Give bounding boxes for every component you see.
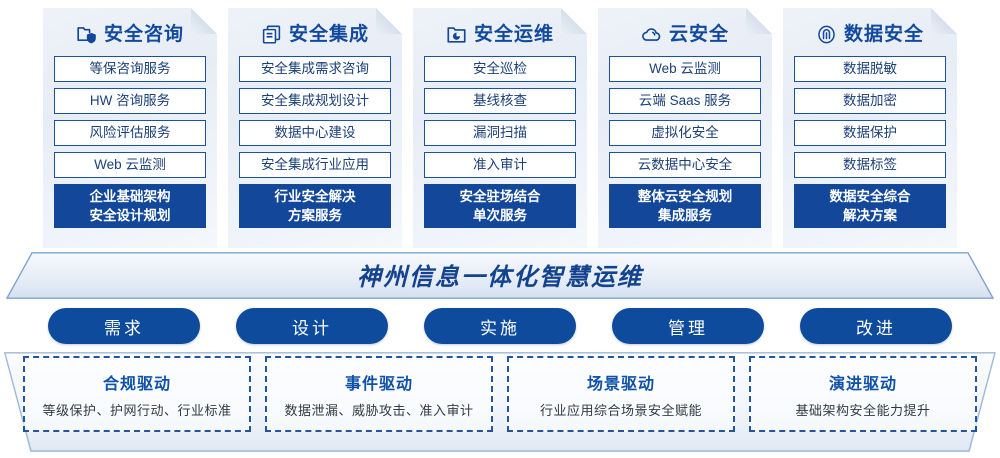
card-data-security[interactable]: 数据安全 数据脱敏 数据加密 数据保护 数据标签 数据安全综合 解决方案: [783, 8, 957, 248]
driver-title: 事件驱动: [344, 375, 413, 393]
card-item[interactable]: Web 云监测: [609, 56, 761, 82]
folder-chart-icon: [446, 24, 467, 45]
card-item[interactable]: 安全巡检: [424, 56, 576, 82]
card-header: 安全咨询: [54, 17, 206, 51]
card-header: 云安全: [609, 17, 761, 51]
card-item[interactable]: 云数据中心安全: [609, 152, 761, 178]
card-item-list: 数据脱敏 数据加密 数据保护 数据标签: [794, 56, 946, 178]
phase-pill-implementation[interactable]: 实施: [424, 308, 576, 344]
card-summary-line1: 安全驻场结合: [459, 189, 541, 204]
phase-pill-improvement[interactable]: 改进: [800, 308, 952, 344]
card-title: 云安全: [668, 23, 729, 45]
card-item[interactable]: 准入审计: [424, 152, 576, 178]
card-header: 安全运维: [424, 17, 576, 51]
cloud-icon: [641, 24, 662, 45]
stacked-documents-icon: [261, 24, 282, 45]
card-item-list: Web 云监测 云端 Saas 服务 虚拟化安全 云数据中心安全: [609, 56, 761, 178]
card-item[interactable]: 基线核查: [424, 88, 576, 114]
card-security-consulting[interactable]: 安全咨询 等保咨询服务 HW 咨询服务 风险评估服务 Web 云监测 企业基础架…: [43, 8, 217, 248]
card-item[interactable]: 安全集成行业应用: [239, 152, 391, 178]
driver-subtitle: 等级保护、护网行动、行业标准: [42, 402, 232, 418]
card-summary-line1: 企业基础架构: [89, 189, 171, 204]
card-title: 安全咨询: [103, 23, 184, 45]
card-item[interactable]: 风险评估服务: [54, 120, 206, 146]
capability-cards: 安全咨询 等保咨询服务 HW 咨询服务 风险评估服务 Web 云监测 企业基础架…: [0, 8, 1000, 252]
card-item-list: 等保咨询服务 HW 咨询服务 风险评估服务 Web 云监测: [54, 56, 206, 178]
card-summary-line1: 整体云安全规划: [637, 189, 733, 204]
card-security-operations[interactable]: 安全运维 安全巡检 基线核查 漏洞扫描 准入审计 安全驻场结合 单次服务: [413, 8, 587, 248]
card-title: 安全运维: [473, 23, 554, 45]
card-title: 安全集成: [288, 23, 369, 45]
card-summary[interactable]: 行业安全解决 方案服务: [239, 184, 391, 228]
card-item[interactable]: HW 咨询服务: [54, 88, 206, 114]
card-summary-line1: 行业安全解决: [274, 189, 356, 204]
card-cloud-security[interactable]: 云安全 Web 云监测 云端 Saas 服务 虚拟化安全 云数据中心安全 整体云…: [598, 8, 772, 248]
platform-banner: 神州信息一体化智慧运维: [6, 252, 994, 298]
card-summary-line2: 安全设计规划: [89, 208, 171, 223]
card-item[interactable]: Web 云监测: [54, 152, 206, 178]
card-header: 安全集成: [239, 17, 391, 51]
card-item[interactable]: 漏洞扫描: [424, 120, 576, 146]
card-item[interactable]: 数据脱敏: [794, 56, 946, 82]
phase-pills: 需求 设计 实施 管理 改进: [0, 308, 1000, 346]
card-item[interactable]: 数据保护: [794, 120, 946, 146]
card-header: 数据安全: [794, 17, 946, 51]
card-summary[interactable]: 安全驻场结合 单次服务: [424, 184, 576, 228]
card-item[interactable]: 安全集成需求咨询: [239, 56, 391, 82]
driver-title: 演进驱动: [828, 375, 897, 393]
card-item[interactable]: 数据中心建设: [239, 120, 391, 146]
driver-compliance[interactable]: 合规驱动 等级保护、护网行动、行业标准: [23, 356, 251, 432]
phase-pill-design[interactable]: 设计: [236, 308, 388, 344]
card-summary-line2: 单次服务: [473, 208, 527, 223]
card-item[interactable]: 云端 Saas 服务: [609, 88, 761, 114]
driver-subtitle: 数据泄漏、威胁攻击、准入审计: [284, 402, 474, 418]
driver-boxes: 合规驱动 等级保护、护网行动、行业标准 事件驱动 数据泄漏、威胁攻击、准入审计 …: [0, 356, 1000, 444]
platform-banner-title: 神州信息一体化智慧运维: [357, 263, 643, 291]
driver-subtitle: 行业应用综合场景安全赋能: [539, 402, 702, 418]
card-item[interactable]: 等保咨询服务: [54, 56, 206, 82]
card-summary[interactable]: 企业基础架构 安全设计规划: [54, 184, 206, 228]
phase-pill-management[interactable]: 管理: [612, 308, 764, 344]
driver-evolution[interactable]: 演进驱动 基础架构安全能力提升: [749, 356, 977, 432]
driver-subtitle: 基础架构安全能力提升: [795, 402, 931, 418]
folder-shield-icon: [76, 24, 97, 45]
driver-title: 合规驱动: [102, 375, 171, 393]
card-item-list: 安全巡检 基线核查 漏洞扫描 准入审计: [424, 56, 576, 178]
card-title: 数据安全: [843, 23, 924, 45]
card-item[interactable]: 数据标签: [794, 152, 946, 178]
card-item[interactable]: 安全集成规划设计: [239, 88, 391, 114]
driver-title: 场景驱动: [586, 375, 655, 393]
phase-pill-requirement[interactable]: 需求: [48, 308, 200, 344]
driver-incident[interactable]: 事件驱动 数据泄漏、威胁攻击、准入审计: [265, 356, 493, 432]
card-summary-line2: 方案服务: [288, 208, 342, 223]
card-summary[interactable]: 数据安全综合 解决方案: [794, 184, 946, 228]
card-security-integration[interactable]: 安全集成 安全集成需求咨询 安全集成规划设计 数据中心建设 安全集成行业应用 行…: [228, 8, 402, 248]
card-summary-line2: 集成服务: [658, 208, 712, 223]
driver-scenario[interactable]: 场景驱动 行业应用综合场景安全赋能: [507, 356, 735, 432]
card-item[interactable]: 数据加密: [794, 88, 946, 114]
card-summary[interactable]: 整体云安全规划 集成服务: [609, 184, 761, 228]
fingerprint-icon: [816, 24, 837, 45]
card-summary-line2: 解决方案: [843, 208, 897, 223]
card-summary-line1: 数据安全综合: [829, 189, 911, 204]
card-item-list: 安全集成需求咨询 安全集成规划设计 数据中心建设 安全集成行业应用: [239, 56, 391, 178]
card-item[interactable]: 虚拟化安全: [609, 120, 761, 146]
